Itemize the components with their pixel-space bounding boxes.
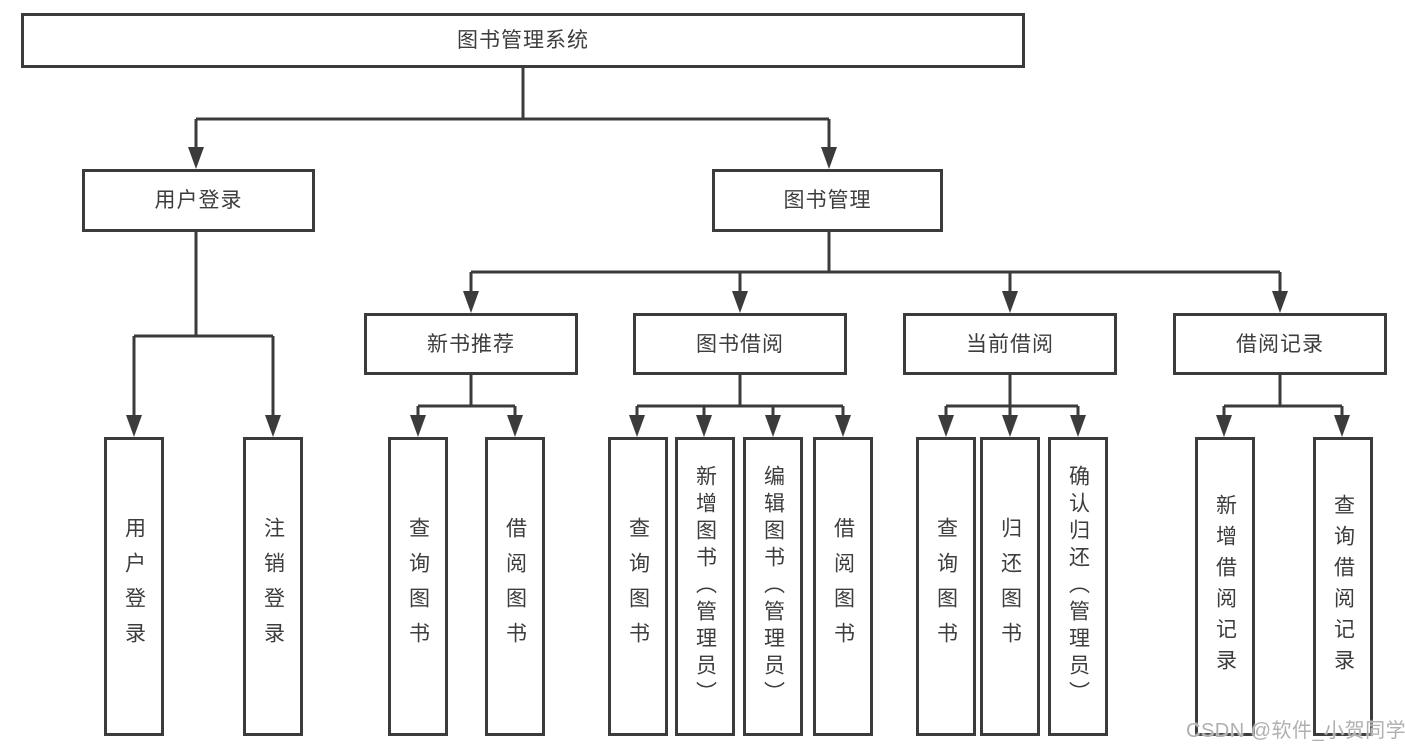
leaf-logout-label: 注销登录 xyxy=(261,516,285,657)
leaf-confirm-return-admin: 确认归还（管理员） xyxy=(1048,437,1108,736)
leaf-current-query-books: 查询图书 xyxy=(916,437,976,736)
node-borrowing-records-label: 借阅记录 xyxy=(1236,332,1324,356)
node-new-book-recommendation-label: 新书推荐 xyxy=(427,332,515,356)
node-root-label: 图书管理系统 xyxy=(457,29,589,52)
node-book-borrowing-label: 图书借阅 xyxy=(696,332,784,356)
node-user-login: 用户登录 xyxy=(82,169,315,232)
leaf-borrowing-query-books-label: 查询图书 xyxy=(626,516,650,657)
leaf-return-books-label: 归还图书 xyxy=(998,516,1022,657)
leaf-query-borrow-record: 查询借阅记录 xyxy=(1313,437,1373,736)
node-current-borrowing: 当前借阅 xyxy=(903,313,1117,375)
csdn-watermark: CSDN @软件_小贺同学 xyxy=(1186,720,1405,742)
node-book-management-label: 图书管理 xyxy=(783,189,872,212)
leaf-query-borrow-record-label: 查询借阅记录 xyxy=(1331,493,1355,680)
leaf-user-login: 用户登录 xyxy=(104,437,164,736)
leaf-add-books-admin: 新增图书（管理员） xyxy=(675,437,735,736)
node-current-borrowing-label: 当前借阅 xyxy=(966,332,1054,356)
leaf-edit-books-admin-label: 编辑图书（管理员） xyxy=(761,465,785,708)
leaf-recommend-query-books-label: 查询图书 xyxy=(406,516,430,657)
leaf-recommend-query-books: 查询图书 xyxy=(388,437,448,736)
arrowheads xyxy=(126,147,1350,437)
leaf-user-login-label: 用户登录 xyxy=(122,516,146,657)
node-book-management: 图书管理 xyxy=(712,169,943,232)
leaf-add-borrow-record-label: 新增借阅记录 xyxy=(1213,493,1237,680)
leaf-return-books: 归还图书 xyxy=(980,437,1040,736)
leaf-add-books-admin-label: 新增图书（管理员） xyxy=(693,465,717,708)
leaf-confirm-return-admin-label: 确认归还（管理员） xyxy=(1066,465,1090,708)
leaf-borrowing-borrow-books: 借阅图书 xyxy=(813,437,873,736)
leaf-borrowing-borrow-books-label: 借阅图书 xyxy=(831,516,855,657)
node-root-library-management-system: 图书管理系统 xyxy=(21,13,1025,68)
node-new-book-recommendation: 新书推荐 xyxy=(364,313,578,375)
leaf-current-query-books-label: 查询图书 xyxy=(934,516,958,657)
node-book-borrowing: 图书借阅 xyxy=(633,313,847,375)
leaf-edit-books-admin: 编辑图书（管理员） xyxy=(743,437,803,736)
leaf-add-borrow-record: 新增借阅记录 xyxy=(1195,437,1255,736)
leaf-recommend-borrow-books-label: 借阅图书 xyxy=(503,516,527,657)
leaf-recommend-borrow-books: 借阅图书 xyxy=(485,437,545,736)
leaf-borrowing-query-books: 查询图书 xyxy=(608,437,668,736)
leaf-logout: 注销登录 xyxy=(243,437,303,736)
connector-segments xyxy=(132,68,1344,420)
node-borrowing-records: 借阅记录 xyxy=(1173,313,1387,375)
node-user-login-label: 用户登录 xyxy=(154,189,243,212)
